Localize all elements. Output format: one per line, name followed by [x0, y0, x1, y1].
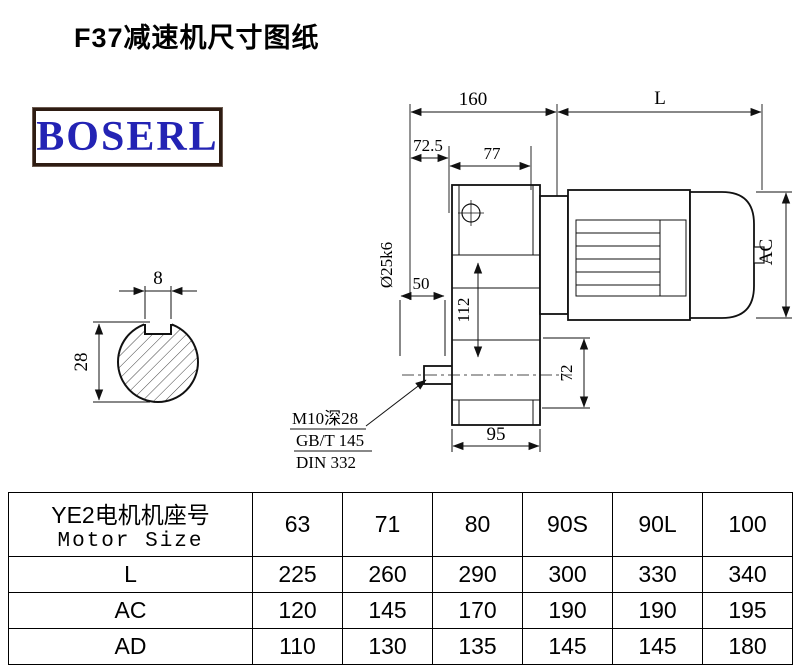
motor-body: [567, 189, 691, 321]
technical-drawing: 8 28 160 L 72.5 77 Ø25k6 50 112 AC: [71, 88, 792, 472]
size-cell-71: 71: [342, 492, 433, 557]
dim-label-95: 95: [487, 424, 506, 445]
dim-label-AC: AC: [756, 239, 777, 265]
note-thread-label: M10深28: [292, 409, 358, 428]
dimension-table: YE2电机机座号 Motor Size 63 71 80 90S 90L 100…: [8, 492, 793, 665]
size-cell-90L: 90L: [612, 492, 703, 557]
housing-detail-lines: [452, 185, 540, 425]
value-cell: 145: [522, 628, 613, 665]
value-cell: 180: [702, 628, 793, 665]
dim-shaft-length: [399, 291, 446, 356]
motor-fan-cover: [689, 191, 755, 319]
dim-label-72: 72: [557, 365, 576, 382]
size-cell-63: 63: [252, 492, 343, 557]
motor-flange: [539, 195, 569, 315]
note-gb-label: GB/T 145: [296, 431, 364, 450]
dim-keyway-width: [119, 286, 197, 319]
dim-motor-diameter: [756, 191, 792, 319]
motor-size-label-cn: YE2电机机座号: [51, 502, 210, 528]
value-cell: 190: [522, 592, 613, 629]
motor-fin-lines: [575, 219, 687, 297]
value-cell: 170: [432, 592, 523, 629]
size-cell-80: 80: [432, 492, 523, 557]
brand-logo-box: BOSERL: [32, 107, 223, 167]
size-cell-100: 100: [702, 492, 793, 557]
value-cell: 260: [342, 556, 433, 593]
value-cell: 225: [252, 556, 343, 593]
value-cell: 195: [702, 592, 793, 629]
motor-size-label-en: Motor Size: [57, 530, 204, 553]
table-row-AC: AC 120 145 170 190 190 195: [8, 592, 793, 629]
value-cell: 290: [432, 556, 523, 593]
dim-label-77: 77: [484, 144, 502, 163]
row-label-L: L: [8, 556, 253, 593]
value-cell: 340: [702, 556, 793, 593]
dim-label-shaft-dia: Ø25k6: [377, 242, 396, 288]
value-cell: 190: [612, 592, 703, 629]
brand-logo-text: BOSERL: [36, 114, 219, 160]
dim-label-72-5: 72.5: [413, 136, 443, 155]
value-cell: 300: [522, 556, 613, 593]
dim-base-width: [451, 429, 541, 452]
row-label-AD: AD: [8, 628, 253, 665]
value-cell: 135: [432, 628, 523, 665]
dim-lines-top: [410, 107, 762, 171]
row-label-AC: AC: [8, 592, 253, 629]
note-leader-line: [365, 379, 427, 427]
fan-cover-cap: [753, 246, 765, 264]
value-cell: 145: [342, 592, 433, 629]
value-cell: 110: [252, 628, 343, 665]
size-cell-90S: 90S: [522, 492, 613, 557]
dim-label-28: 28: [71, 353, 92, 372]
value-cell: 120: [252, 592, 343, 629]
table-row-AD: AD 110 130 135 145 145 180: [8, 628, 793, 665]
dim-shaft-section-height: [93, 321, 150, 403]
dim-label-112: 112: [454, 298, 473, 323]
gearbox-motor-outline: [402, 184, 765, 426]
dim-extension-lines: [409, 104, 763, 300]
dim-label-160: 160: [459, 89, 488, 110]
value-cell: 130: [342, 628, 433, 665]
gearbox-housing: [451, 184, 541, 426]
dim-label-50: 50: [413, 274, 430, 293]
dim-label-L: L: [654, 88, 666, 109]
table-header-row: YE2电机机座号 Motor Size 63 71 80 90S 90L 100: [8, 492, 793, 557]
shaft-cross-section: [117, 315, 199, 403]
dim-label-keyway-width: 8: [153, 268, 163, 289]
value-cell: 330: [612, 556, 703, 593]
motor-size-header-cell: YE2电机机座号 Motor Size: [8, 492, 253, 557]
dim-foot-height: [542, 337, 590, 409]
note-din-label: DIN 332: [296, 453, 356, 472]
page-title: F37减速机尺寸图纸: [74, 23, 320, 53]
value-cell: 145: [612, 628, 703, 665]
table-row-L: L 225 260 290 300 330 340: [8, 556, 793, 593]
